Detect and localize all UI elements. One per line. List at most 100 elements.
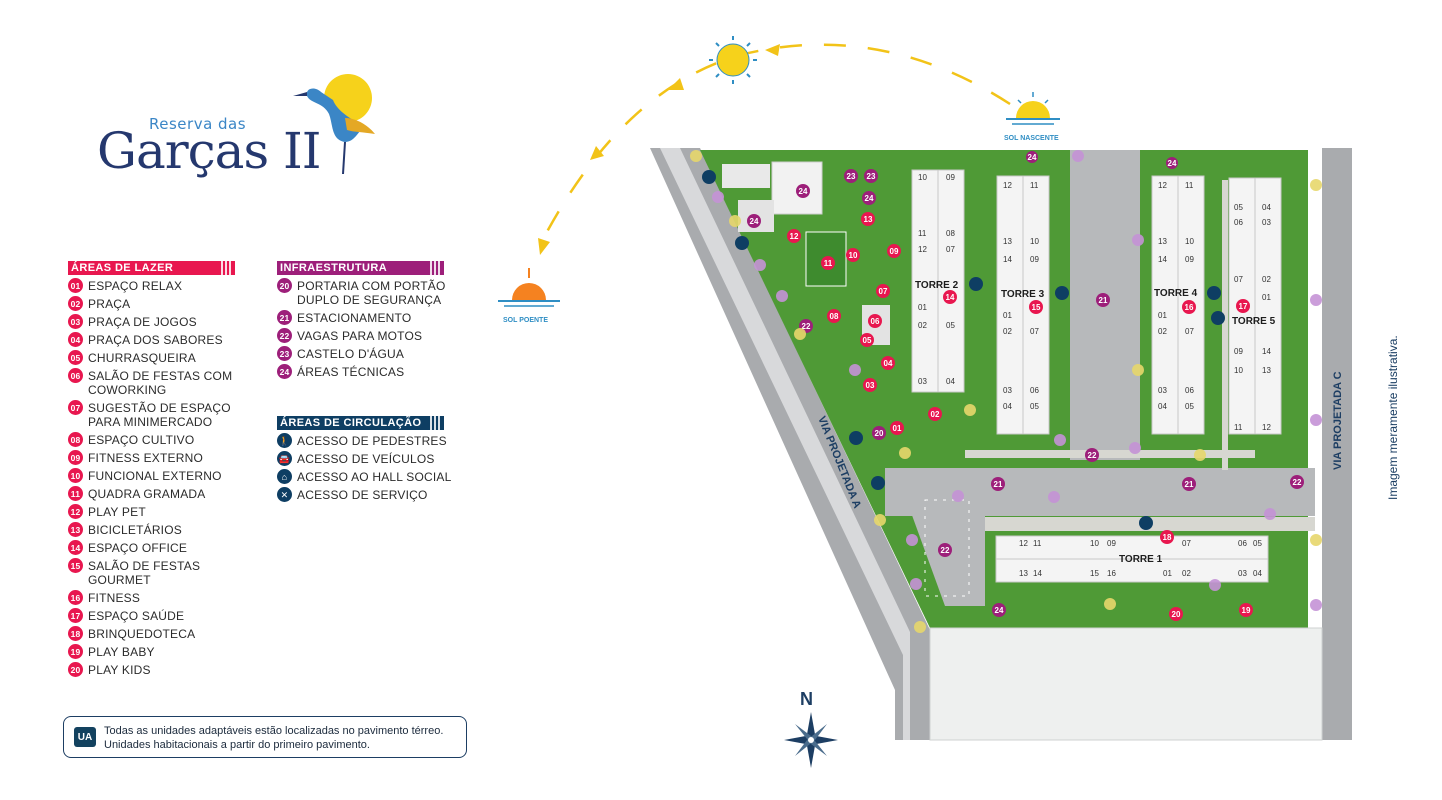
legend-item-label: ACESSO AO HALL SOCIAL	[297, 470, 452, 484]
svg-text:10: 10	[1185, 237, 1194, 246]
svg-text:14: 14	[1033, 569, 1042, 578]
tower-label-1: TORRE 1	[1119, 554, 1163, 565]
legend-item-number: 17	[68, 608, 83, 623]
tower-2	[911, 169, 965, 393]
svg-text:09: 09	[946, 173, 955, 182]
note-text: Todas as unidades adaptáveis estão local…	[104, 724, 443, 752]
svg-text:02: 02	[1003, 327, 1012, 336]
svg-text:03: 03	[1003, 386, 1012, 395]
legend-lazer-title: ÁREAS DE LAZER	[68, 261, 235, 275]
svg-text:08: 08	[946, 229, 955, 238]
svg-text:15: 15	[1032, 303, 1041, 312]
legend-item-label: PORTARIA COM PORTÃO DUPLO DE SEGURANÇA	[297, 279, 446, 307]
road-via-projetada-c	[1322, 148, 1352, 740]
svg-text:10: 10	[1090, 539, 1099, 548]
svg-text:07: 07	[946, 245, 955, 254]
legend-item-number: 20	[277, 278, 292, 293]
svg-text:23: 23	[847, 172, 856, 181]
svg-text:21: 21	[1099, 296, 1108, 305]
legend-infra-title: INFRAESTRUTURA	[277, 261, 444, 275]
svg-text:03: 03	[1262, 218, 1271, 227]
svg-text:01: 01	[1003, 311, 1012, 320]
note-line-2: Unidades habitacionais a partir do prime…	[104, 739, 370, 751]
legend-item-number: 10	[68, 468, 83, 483]
sunset-label: SOL POENTE	[503, 317, 548, 324]
svg-text:13: 13	[864, 215, 873, 224]
map-access-icons	[702, 170, 1225, 530]
legend-item-number: 18	[68, 626, 83, 641]
legend-item-label: ACESSO DE VEÍCULOS	[297, 452, 435, 466]
svg-text:02: 02	[931, 410, 940, 419]
svg-text:03: 03	[1238, 569, 1247, 578]
tower-label-2: TORRE 2	[915, 280, 959, 291]
legend-item-label: ESTACIONAMENTO	[297, 311, 412, 325]
legend-item-number: 16	[68, 590, 83, 605]
svg-text:06: 06	[1234, 218, 1243, 227]
legend-item-label: ESPAÇO CULTIVO	[88, 433, 195, 447]
svg-text:10: 10	[1234, 366, 1243, 375]
legend-item-label: SALÃO DE FESTAS GOURMET	[88, 559, 201, 587]
legend-circ-title: ÁREAS DE CIRCULAÇÃO	[277, 416, 444, 430]
svg-text:11: 11	[1234, 423, 1243, 432]
svg-text:23: 23	[867, 172, 876, 181]
legend-item: 15 SALÃO DE FESTAS GOURMET	[68, 558, 248, 587]
svg-text:13: 13	[1262, 366, 1271, 375]
svg-text:11: 11	[918, 229, 927, 238]
legend-item-label: CHURRASQUEIRA	[88, 351, 196, 365]
logo: Reserva das Garças II	[95, 70, 385, 195]
svg-text:20: 20	[875, 429, 884, 438]
disclaimer: Imagem meramente ilustrativa.	[1372, 300, 1400, 500]
legend-item-number: 15	[68, 558, 83, 573]
tower-label-4: TORRE 4	[1154, 288, 1198, 299]
svg-text:04: 04	[884, 359, 893, 368]
svg-text:24: 24	[1028, 153, 1037, 162]
svg-text:03: 03	[918, 377, 927, 386]
svg-text:12: 12	[918, 245, 927, 254]
legend-item-label: SALÃO DE FESTAS COM COWORKING	[88, 369, 233, 397]
legend-item-number: 09	[68, 450, 83, 465]
legend-item-label: ESPAÇO OFFICE	[88, 541, 188, 555]
legend-item: 06 SALÃO DE FESTAS COM COWORKING	[68, 368, 248, 397]
legend-item-label: ÁREAS TÉCNICAS	[297, 365, 405, 379]
legend-item-label: CASTELO D'ÁGUA	[297, 347, 405, 361]
svg-text:02: 02	[918, 321, 927, 330]
svg-text:09: 09	[890, 247, 899, 256]
tower-4	[1151, 175, 1205, 435]
svg-text:24: 24	[750, 217, 759, 226]
legend-item-label: ESPAÇO RELAX	[88, 279, 183, 293]
sunrise-label: SOL NASCENTE	[1004, 135, 1059, 142]
note-line-1: Todas as unidades adaptáveis estão local…	[104, 725, 444, 737]
legend-infra: INFRAESTRUTURA 20 PORTARIA COM PORTÃO DUP…	[277, 261, 452, 379]
svg-text:22: 22	[802, 322, 811, 331]
legend-item-label: PRAÇA DE JOGOS	[88, 315, 197, 329]
svg-text:24: 24	[799, 187, 808, 196]
tower-label-5: TORRE 5	[1232, 316, 1276, 327]
tower-label-3: TORRE 3	[1001, 289, 1045, 300]
svg-text:06: 06	[871, 317, 880, 326]
legend-item-number: 11	[68, 486, 83, 501]
svg-text:07: 07	[1185, 327, 1194, 336]
legend-item-label: ACESSO DE SERVIÇO	[297, 488, 428, 502]
svg-text:06: 06	[1030, 386, 1039, 395]
legend-item-number: 02	[68, 296, 83, 311]
svg-text:05: 05	[863, 336, 872, 345]
disclaimer-text: Imagem meramente ilustrativa.	[1386, 335, 1400, 500]
legend-item-number: 23	[277, 346, 292, 361]
svg-text:16: 16	[1185, 303, 1194, 312]
legend-item: 20 PORTARIA COM PORTÃO DUPLO DE SEGURANÇA	[277, 278, 452, 307]
legend-item-number: 06	[68, 368, 83, 383]
svg-text:01: 01	[1163, 569, 1172, 578]
svg-text:04: 04	[946, 377, 955, 386]
legend-item-label: PLAY PET	[88, 505, 146, 519]
